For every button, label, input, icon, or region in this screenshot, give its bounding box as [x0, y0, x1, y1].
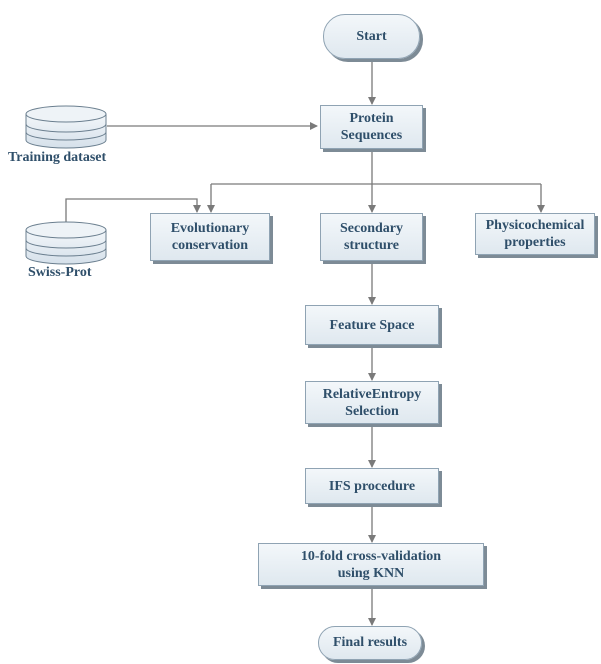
secondary-structure-line-1: Secondary	[340, 221, 403, 236]
swiss-prot-database-icon	[25, 221, 107, 265]
physicochemical-properties-node: Physicochemical properties	[475, 213, 595, 255]
physicochemical-properties-line-2: properties	[504, 235, 566, 250]
feature-space-node: Feature Space	[305, 305, 439, 345]
final-results-terminal: Final results	[318, 626, 422, 660]
final-results-label: Final results	[332, 635, 408, 650]
arrow-swissprot-to-evolutionary	[65, 198, 201, 222]
protein-sequences-line-1: Protein	[349, 111, 394, 126]
secondary-structure-line-2: structure	[344, 238, 399, 253]
start-terminal: Start	[323, 14, 420, 59]
ifs-procedure-node: IFS procedure	[305, 468, 439, 504]
evolutionary-conservation-line-2: conservation	[171, 238, 249, 253]
start-label: Start	[356, 28, 387, 44]
cross-validation-line-2: using KNN	[337, 565, 405, 581]
relative-entropy-selection-node: RelativeEntropy Selection	[305, 381, 439, 424]
training-dataset-database-icon	[25, 105, 107, 149]
evolutionary-conservation-line-1: Evolutionary	[170, 221, 250, 236]
ifs-procedure-label: IFS procedure	[328, 478, 416, 494]
secondary-structure-node: Secondary structure	[320, 213, 423, 261]
evolutionary-conservation-node: Evolutionary conservation	[150, 213, 270, 261]
protein-sequences-line-2: Sequences	[340, 128, 403, 143]
relative-entropy-line-1: RelativeEntropy	[322, 386, 422, 402]
training-dataset-label: Training dataset	[8, 150, 107, 165]
swiss-prot-label: Swiss-Prot	[28, 265, 92, 280]
cross-validation-node: 10-fold cross-validation using KNN	[258, 543, 484, 586]
feature-space-label: Feature Space	[329, 317, 415, 333]
cross-validation-line-1: 10-fold cross-validation	[300, 548, 442, 564]
relative-entropy-line-2: Selection	[345, 403, 399, 419]
protein-sequences-node: Protein Sequences	[320, 105, 423, 149]
physicochemical-properties-line-1: Physicochemical	[485, 218, 585, 233]
